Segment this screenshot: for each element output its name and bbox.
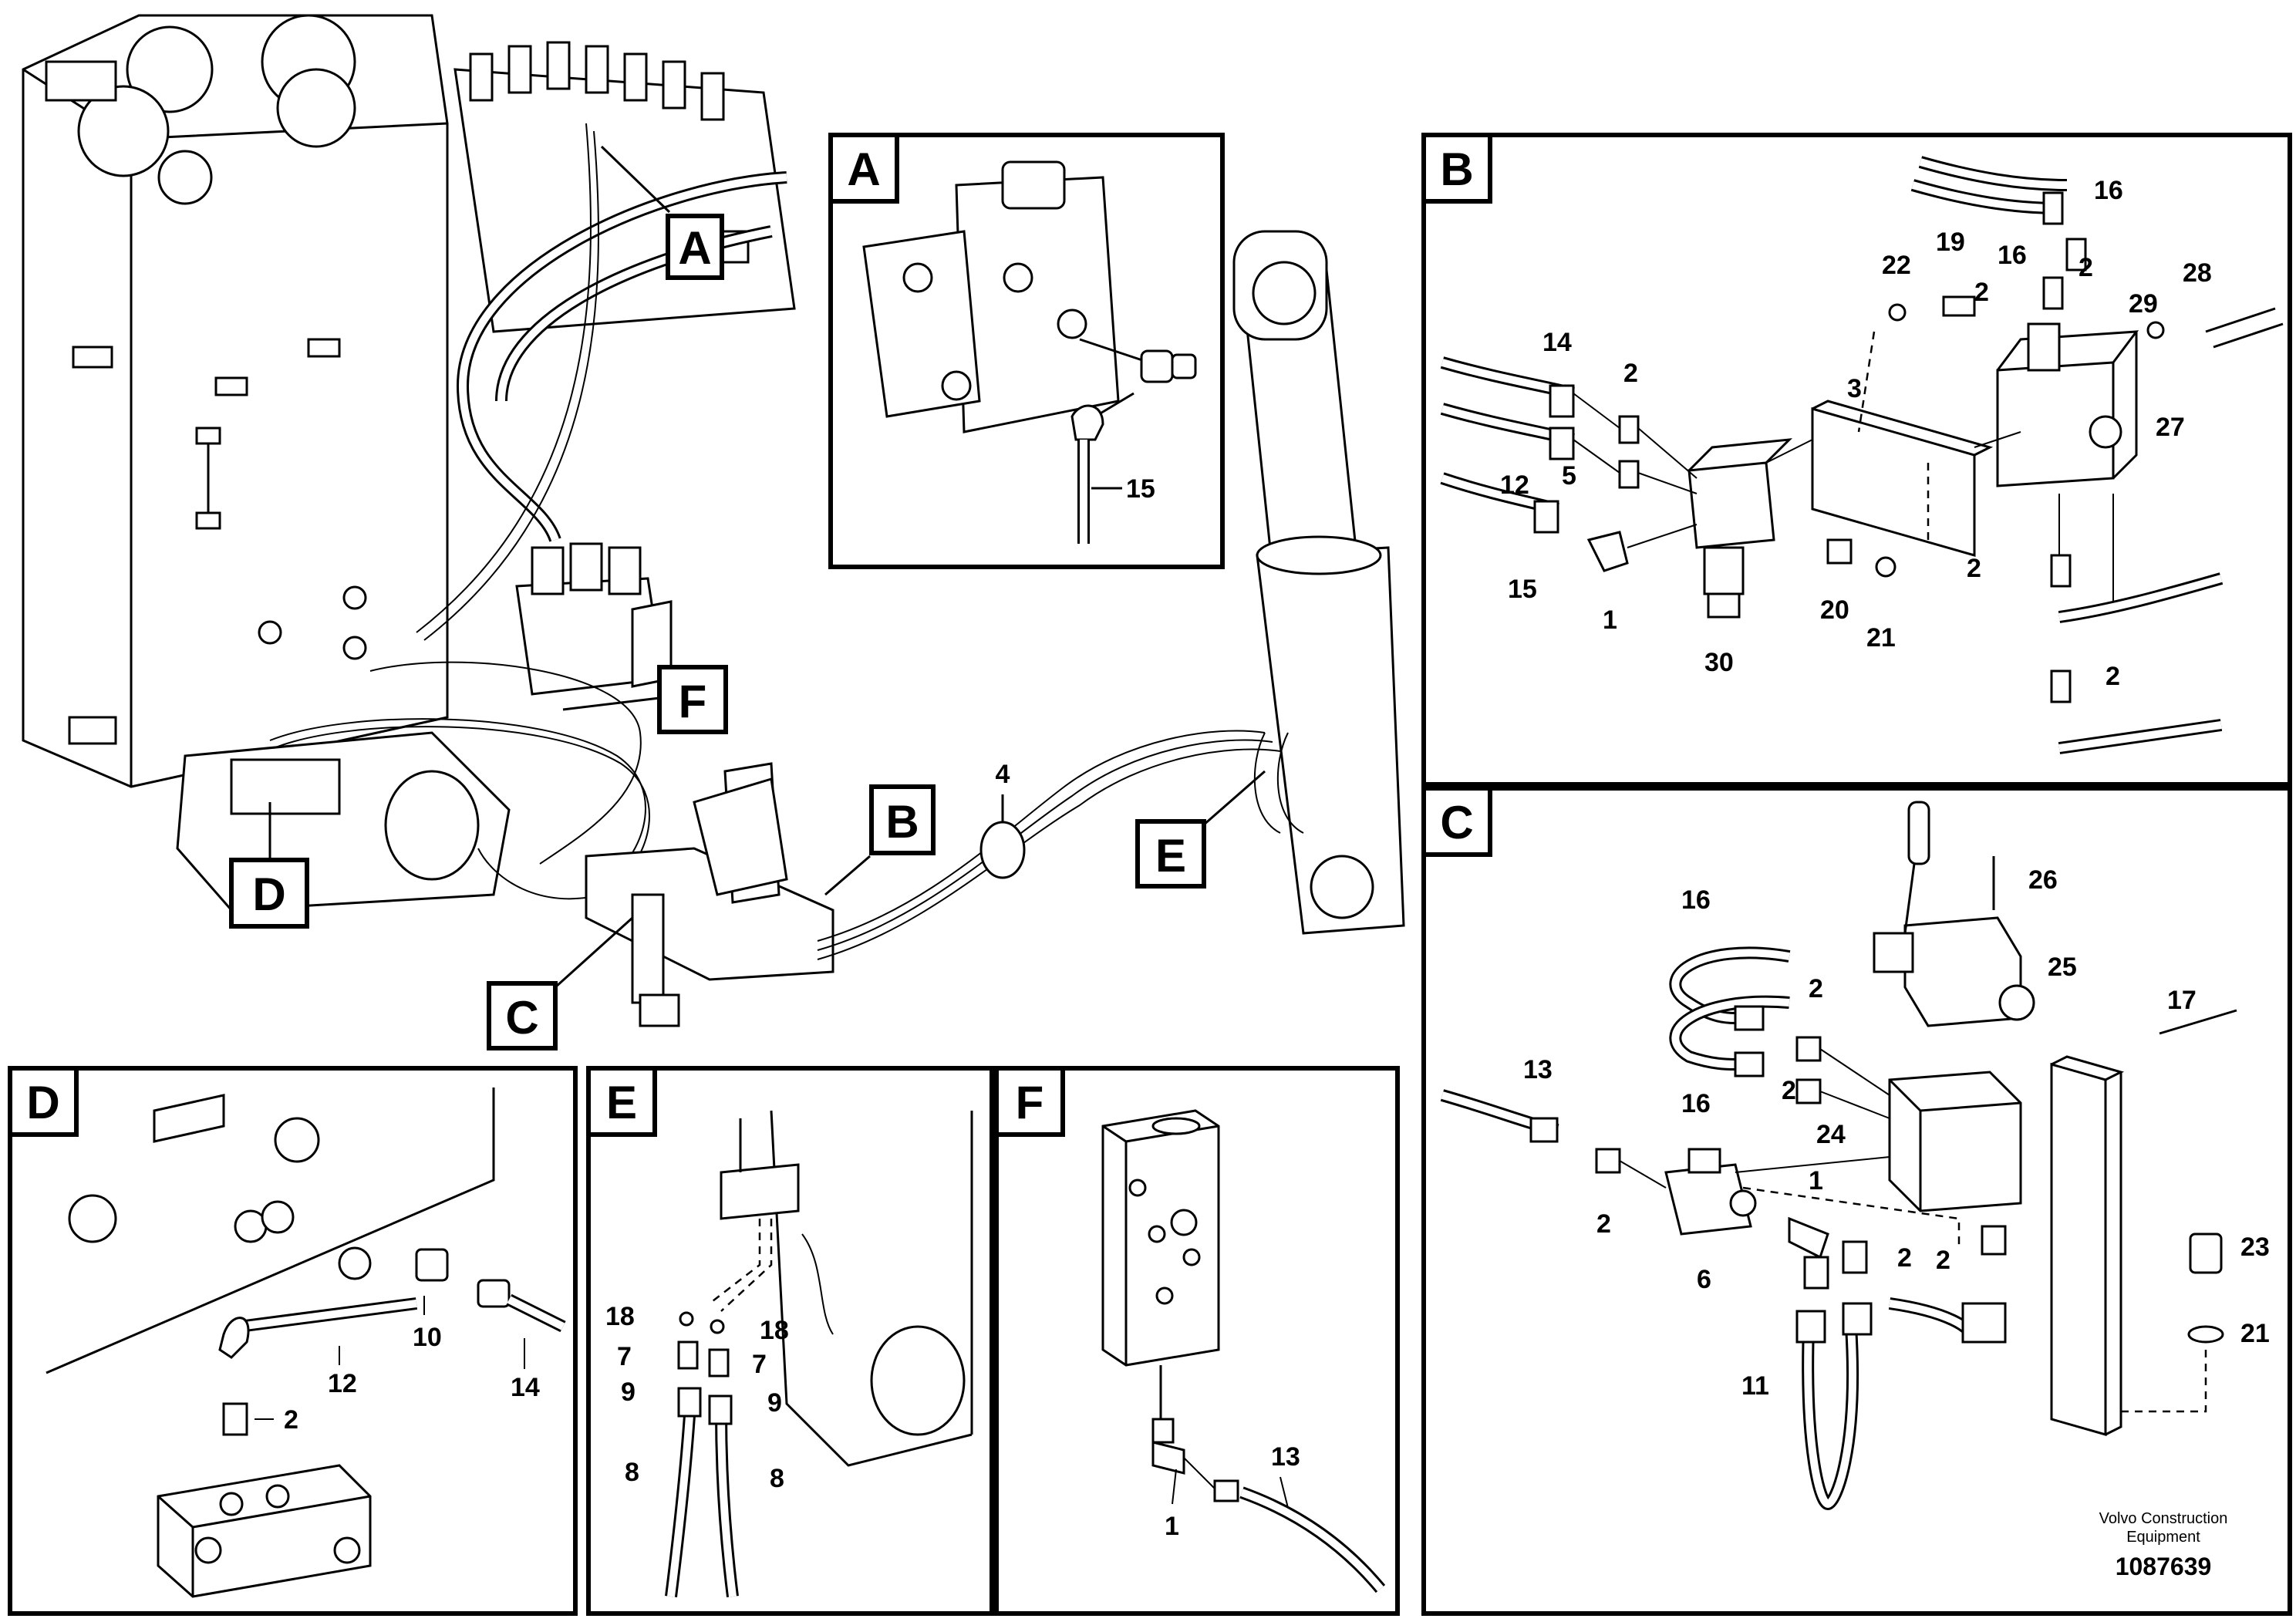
panel-A: A 15 [828, 133, 1225, 569]
panel-B-label-2c: 2 [1623, 359, 1638, 388]
overview-label-4: 4 [996, 760, 1010, 789]
panel-B-label-16a: 16 [2094, 176, 2123, 205]
panel-B-label-2e: 2 [2106, 662, 2120, 691]
panel-B-label-2b: 2 [2079, 253, 2093, 282]
panel-B-label-29: 29 [2129, 289, 2158, 319]
callout-B-label: B [885, 796, 919, 848]
panel-C-label-16b: 16 [1681, 1089, 1711, 1118]
panel-D: D 12 10 14 2 [8, 1066, 578, 1616]
panel-C-tag: C [1440, 797, 1473, 848]
panel-C-label-16a: 16 [1681, 885, 1711, 915]
overview-callouts: A B C D E F 4 [229, 145, 1266, 1050]
callout-E-label: E [1155, 830, 1186, 882]
panel-F: F 13 1 [994, 1066, 1400, 1616]
panel-C-label-21: 21 [2240, 1319, 2270, 1348]
panel-A-label-15: 15 [1126, 474, 1155, 504]
panel-C-label-13: 13 [1523, 1055, 1553, 1084]
panel-C-label-2d: 2 [1897, 1243, 1912, 1273]
panel-C-label-2e: 2 [1936, 1246, 1950, 1275]
panel-E-label-8a: 8 [625, 1458, 639, 1487]
panel-C-label-6: 6 [1697, 1265, 1711, 1294]
callout-A-label: A [678, 222, 711, 274]
footer-doc-number: 1087639 [2116, 1553, 2212, 1580]
callout-C-label: C [505, 992, 538, 1044]
panel-C-label-25: 25 [2048, 953, 2077, 982]
panel-E-label-9b: 9 [767, 1388, 782, 1418]
callout-D-label: D [252, 868, 285, 920]
panel-E-label-7a: 7 [617, 1342, 632, 1371]
panel-B-label-27: 27 [2156, 413, 2185, 442]
callout-A [666, 214, 724, 280]
panel-B-label-28: 28 [2183, 258, 2212, 288]
panel-C: C [1421, 786, 2292, 1616]
panel-B-label-3: 3 [1847, 374, 1862, 403]
panel-E-label-18a: 18 [605, 1302, 635, 1331]
callout-C [487, 981, 558, 1050]
panel-B-label-19: 19 [1936, 228, 1965, 257]
panel-D-label-12: 12 [328, 1369, 357, 1398]
panel-B-label-21: 21 [1866, 623, 1896, 653]
panel-D-tag: D [26, 1077, 59, 1128]
panel-E-label-7b: 7 [752, 1350, 767, 1379]
panel-C-label-11: 11 [1741, 1371, 1769, 1401]
footer-company-line1: Volvo Construction [2099, 1510, 2228, 1527]
panel-D-label-2: 2 [284, 1405, 298, 1435]
callout-B [869, 784, 936, 855]
panel-A-tag: A [847, 143, 880, 195]
panel-B: B [1421, 133, 2292, 787]
callout-F-label: F [679, 676, 707, 727]
panel-B-label-1: 1 [1603, 605, 1617, 635]
panel-F-label-1: 1 [1165, 1512, 1179, 1541]
panel-E-label-9a: 9 [621, 1378, 636, 1407]
panel-B-label-2a: 2 [1974, 278, 1989, 307]
panel-B-label-22: 22 [1882, 251, 1911, 280]
panel-C-label-2b: 2 [1782, 1076, 1796, 1105]
panel-F-label-13: 13 [1271, 1442, 1300, 1472]
panel-B-label-20: 20 [1820, 595, 1849, 625]
footer-company-line2: Equipment [2126, 1529, 2200, 1546]
panel-C-label-26: 26 [2028, 865, 2058, 895]
panel-E-label-8b: 8 [770, 1464, 784, 1493]
panel-B-label-30: 30 [1704, 648, 1734, 677]
panel-B-label-12: 12 [1500, 470, 1529, 500]
panel-C-label-24: 24 [1816, 1120, 1846, 1149]
callout-E [1135, 819, 1206, 889]
panel-C-label-2c: 2 [1596, 1209, 1611, 1239]
panel-D-label-14: 14 [511, 1373, 540, 1402]
panel-B-label-2d: 2 [1967, 554, 1981, 583]
panel-E: E 18 18 7 7 9 9 8 8 [586, 1066, 994, 1616]
panel-B-label-5: 5 [1562, 461, 1576, 491]
callout-D [229, 858, 309, 929]
panel-E-label-18b: 18 [760, 1316, 789, 1345]
panel-D-label-10: 10 [413, 1323, 442, 1352]
panel-C-label-23: 23 [2240, 1233, 2270, 1262]
panel-C-label-2a: 2 [1809, 974, 1823, 1003]
panel-B-label-14: 14 [1542, 328, 1572, 357]
panel-C-label-1: 1 [1809, 1166, 1823, 1195]
panel-B-label-15: 15 [1508, 575, 1537, 604]
panel-E-tag: E [606, 1077, 637, 1128]
callout-F [657, 665, 728, 734]
panel-F-tag: F [1016, 1077, 1044, 1128]
panel-B-label-16b: 16 [1998, 241, 2027, 270]
panel-C-label-17: 17 [2167, 986, 2197, 1015]
panel-B-tag: B [1440, 143, 1473, 195]
